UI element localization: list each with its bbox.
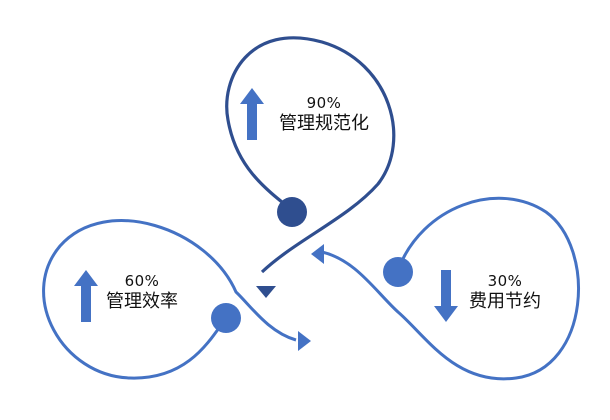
right-loop-curve	[321, 196, 580, 381]
arrow-up-icon	[74, 270, 98, 322]
left-dot	[211, 303, 241, 333]
metric-top-label: 管理规范化	[279, 113, 369, 134]
right-dot	[383, 257, 413, 287]
arrowhead-left	[311, 244, 324, 264]
arrow-down-icon	[434, 270, 458, 322]
metric-right-percent: 30%	[487, 272, 523, 290]
top-loop-curve	[225, 36, 396, 274]
metric-top: 90% 管理规范化	[262, 94, 386, 136]
top-dot	[277, 197, 307, 227]
metric-right-label: 费用节约	[469, 291, 541, 312]
arrow-up-icon	[240, 88, 264, 140]
left-loop-curve	[42, 219, 297, 380]
metric-left-label: 管理效率	[106, 291, 178, 312]
metric-left: 60% 管理效率	[94, 272, 190, 314]
arrowhead-down	[256, 286, 276, 298]
arrowhead-right	[298, 331, 311, 351]
metric-left-percent: 60%	[124, 272, 160, 290]
metric-right: 30% 费用节约	[456, 272, 554, 314]
metric-top-percent: 90%	[306, 94, 342, 112]
